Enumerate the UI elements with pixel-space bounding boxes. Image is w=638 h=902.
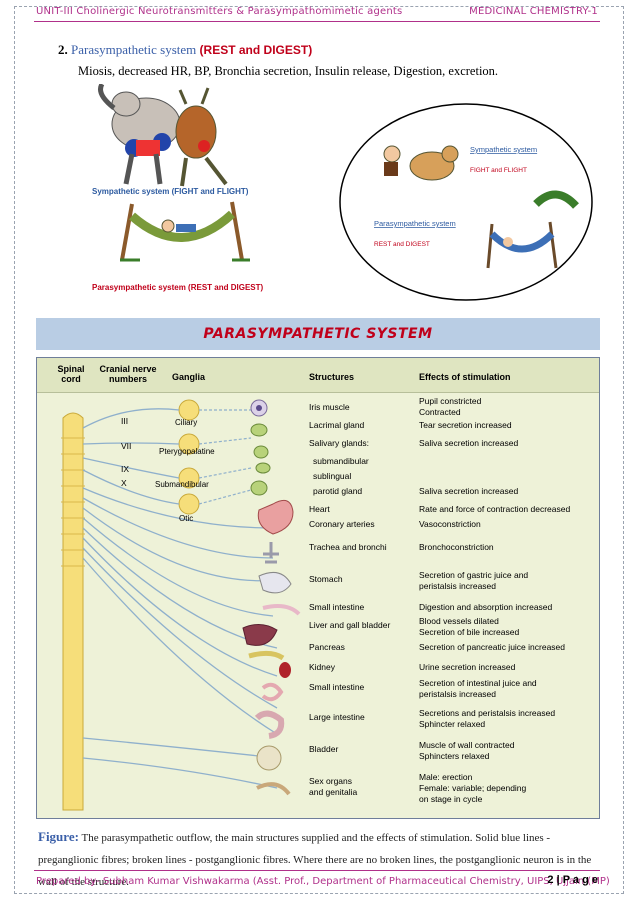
section-title: 2. Parasympathetic system (REST and DIGE… [58, 42, 312, 58]
organ-icons [242, 399, 301, 796]
col-cranial-nerves: Cranial nerve numbers [99, 364, 157, 384]
structure-label: Salivary glands: [309, 438, 370, 448]
structure-label: Small intestine [309, 602, 365, 612]
ganglion-label: Pterygopalatine [159, 447, 215, 456]
ganglion-label: Submandibular [155, 480, 209, 489]
structure-label: Heart [309, 504, 330, 514]
nerve-label: III [121, 416, 129, 426]
structure-label: Sex organs and genitalia [309, 776, 358, 797]
structure-label: Iris muscle [309, 402, 350, 412]
nerve-label: X [121, 478, 127, 488]
page-number: 2 | P a g e [547, 874, 598, 886]
effect-label: Secretions and peristalsis increased Sph… [419, 708, 556, 729]
left-label-sym: Sympathetic system (FIGHT and FLIGHT) [92, 187, 249, 196]
structure-label: Trachea and bronchi [309, 542, 387, 552]
header-right: MEDICINAL CHEMISTRY-1 [469, 6, 598, 17]
left-label-para: Parasympathetic system (REST and DIGEST) [92, 283, 264, 292]
structure-label: sublingual [313, 471, 352, 481]
structure-label: Kidney [309, 662, 335, 672]
effect-label: Secretion of pancreatic juice increased [419, 642, 565, 652]
banner-title: PARASYMPATHETIC SYSTEM [203, 326, 433, 342]
effect-label: Bronchoconstriction [419, 542, 494, 552]
hammock-cartoon [120, 201, 250, 262]
structure-label: parotid gland [313, 486, 363, 496]
structure-label: Bladder [309, 744, 339, 754]
ganglion-label: Ciliary [175, 418, 198, 427]
effect-label: Urine secretion increased [419, 662, 516, 672]
effect-label: Tear secretion increased [419, 420, 512, 430]
postganglionic-fibres [198, 409, 252, 505]
col-ganglia: Ganglia [172, 372, 206, 382]
col-structures: Structures [309, 372, 355, 382]
figure-header-band [37, 358, 599, 393]
effect-label: Digestion and absorption increased [419, 602, 553, 612]
caption-text: The parasympathetic outflow, the main st… [38, 832, 592, 888]
effect-label: Vasoconstriction [419, 519, 481, 529]
page-border [14, 6, 624, 894]
effect-label: Male: erection Female: variable; dependi… [419, 772, 527, 804]
effect-label: Secretion of intestinal juice and perist… [419, 678, 537, 699]
figure-caption: Figure: The parasympathetic outflow, the… [38, 826, 604, 893]
illustration: Sympathetic system (FIGHT and FLIGHT) Pa… [92, 84, 593, 301]
col-effects: Effects of stimulation [419, 372, 511, 382]
effect-label: Muscle of wall contracted Sphincters rel… [419, 740, 515, 761]
circle-sym-sub: FIGHT and FLIGHT [470, 167, 527, 174]
comparison-circle [339, 103, 593, 301]
structure-label: Pancreas [309, 642, 345, 652]
structure-label: Stomach [309, 574, 343, 584]
fight-cartoon [98, 84, 228, 187]
effect-label: Saliva secretion increased [419, 438, 519, 448]
structure-label: Lacrimal gland [309, 420, 365, 430]
effect-label: Rate and force of contraction decreased [419, 504, 571, 514]
effect-label: Pupil constricted Contracted [419, 396, 482, 417]
header-rule [34, 21, 600, 22]
section-description: Miosis, decreased HR, BP, Bronchia secre… [78, 64, 499, 78]
section-tag: (REST and DIGEST) [199, 43, 313, 57]
effect-label: Secretion of gastric juice and peristals… [419, 570, 529, 591]
section-number: 2. [58, 42, 68, 57]
ganglia-circles [178, 399, 200, 515]
running-cartoon [383, 145, 459, 181]
structure-label: submandibular [313, 456, 369, 466]
nerve-label: VII [121, 441, 132, 451]
circle-sym-title: Sympathetic system [470, 145, 537, 154]
structure-label: Large intestine [309, 712, 365, 722]
structure-label: Liver and gall bladder [309, 620, 391, 630]
structure-label: Coronary arteries [309, 519, 375, 529]
parasympathetic-figure: Spinal cord Cranial nerve numbers Gangli… [36, 357, 600, 819]
circle-para-sub: REST and DIGEST [374, 241, 430, 248]
nerve-diagram [61, 399, 301, 811]
caption-label: Figure: [38, 829, 79, 844]
footer-credit: Prepared by- Subham Kumar Vishwakarma (A… [36, 876, 610, 887]
section-banner: PARASYMPATHETIC SYSTEM [36, 318, 600, 350]
header-left: UNIT-III Cholinergic Neurotransmitters &… [36, 6, 403, 17]
structure-label: Small intestine [309, 682, 365, 692]
ganglion-label: Otic [179, 514, 194, 523]
circle-hammock-cartoon [486, 190, 579, 269]
effect-label: Blood vessels dilated Secretion of bile … [419, 616, 520, 637]
nerve-label: IX [121, 464, 130, 474]
footer-rule [34, 870, 600, 871]
spinal-cord [61, 412, 85, 811]
section-name: Parasympathetic system [71, 42, 197, 57]
effect-label: Saliva secretion increased [419, 486, 519, 496]
col-spinal-cord: Spinal cord [57, 364, 85, 384]
circle-para-title: Parasympathetic system [374, 219, 456, 228]
preganglionic-fibres [82, 408, 278, 789]
